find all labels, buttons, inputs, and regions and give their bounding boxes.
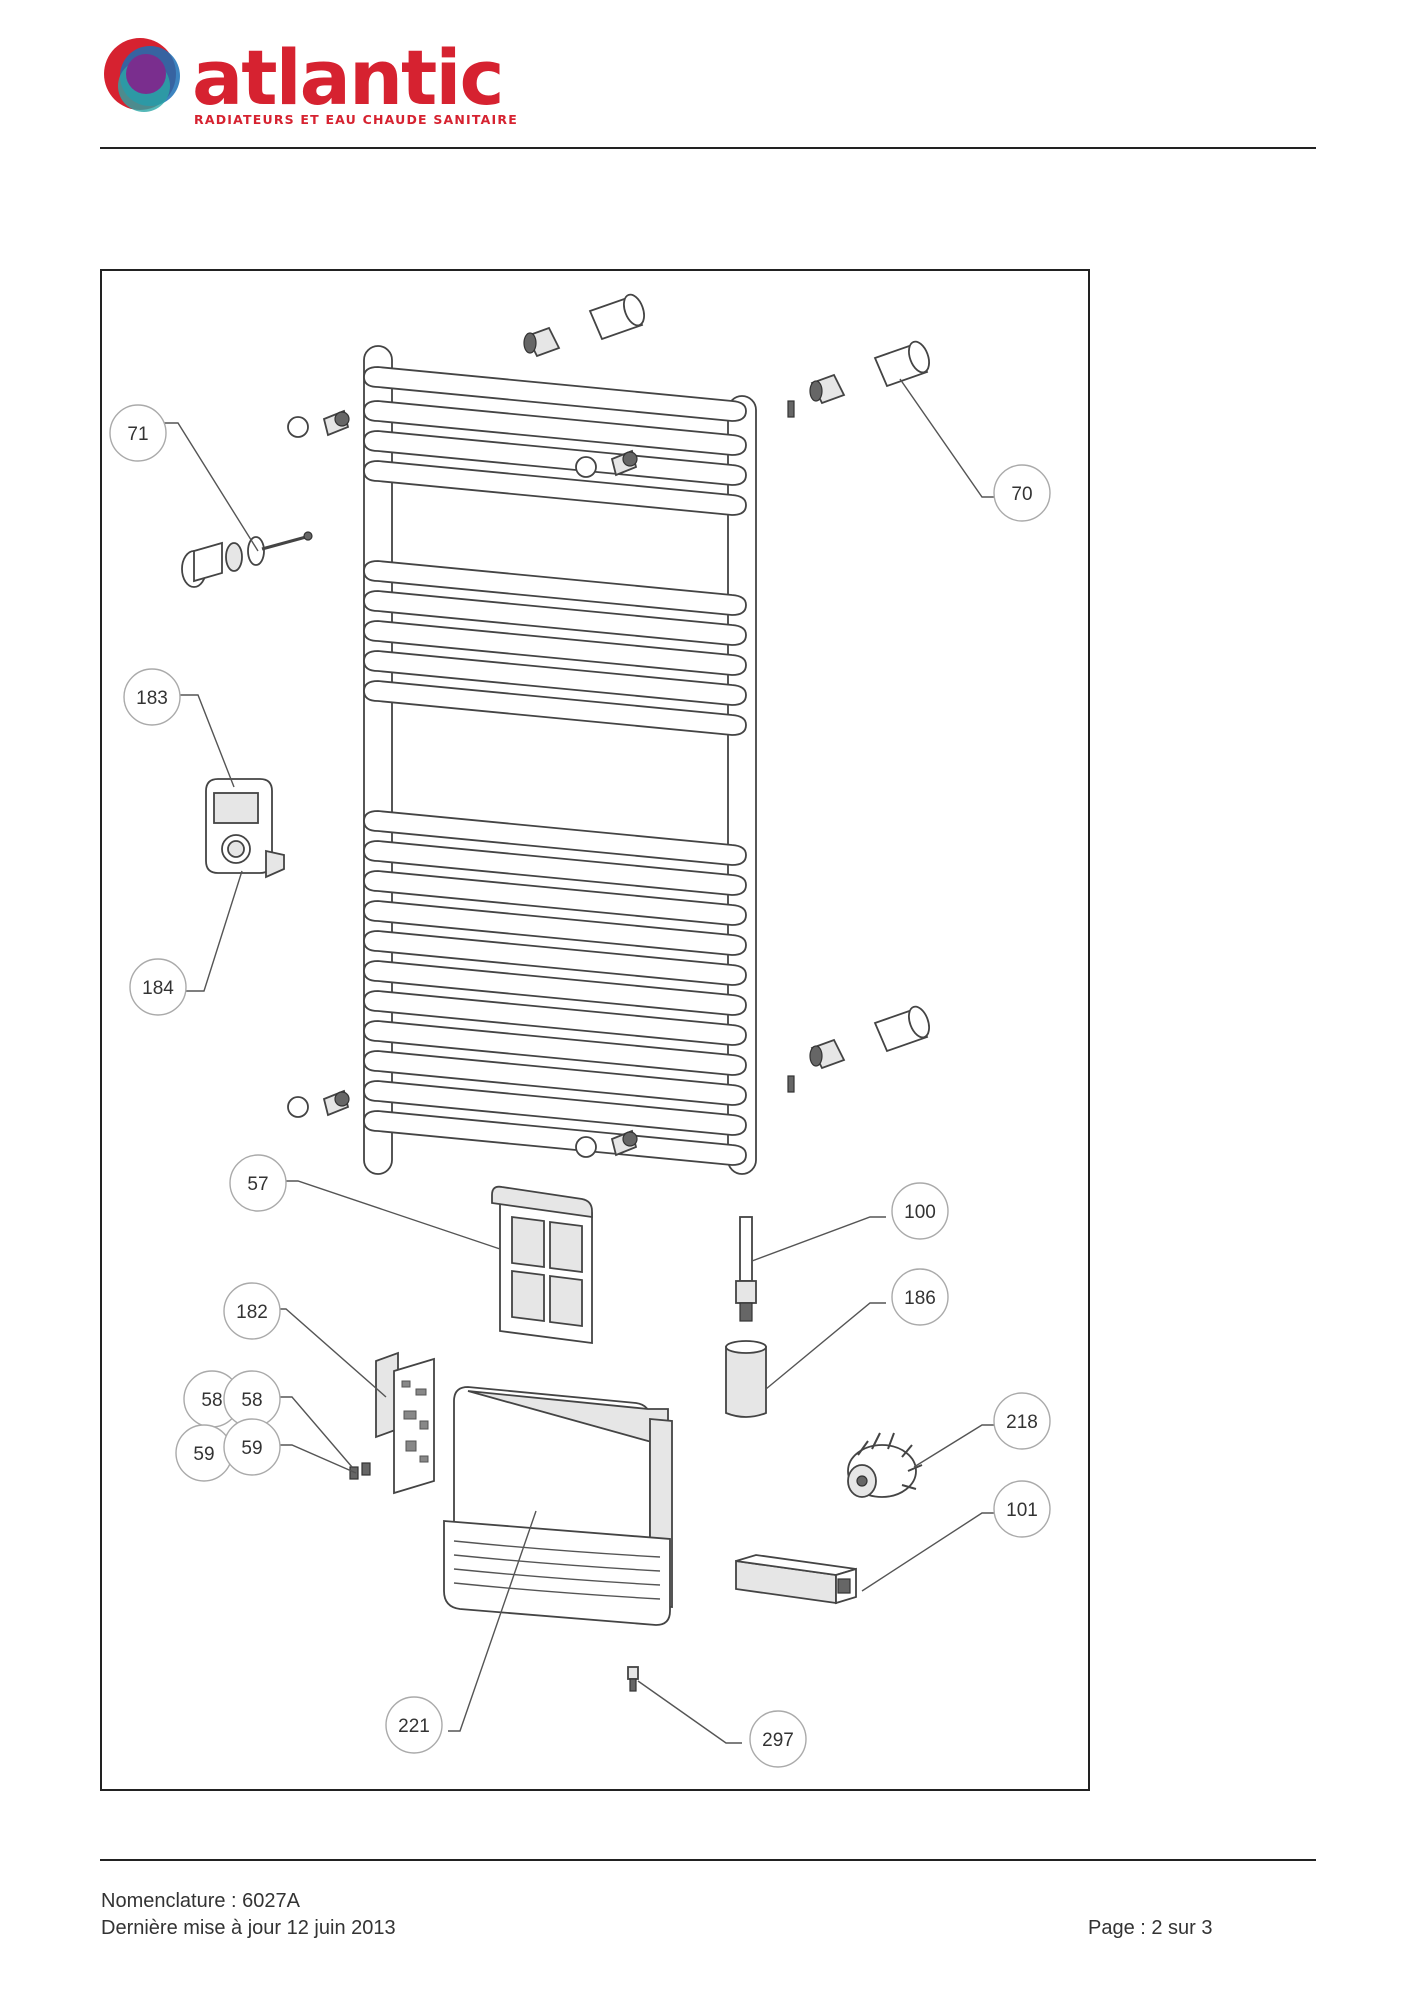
svg-text:186: 186 bbox=[904, 1288, 936, 1309]
last-update: Dernière mise à jour 12 juin 2013 bbox=[101, 1917, 396, 1939]
part-100-valve bbox=[735, 1216, 757, 1322]
part-297-screw bbox=[627, 1666, 639, 1692]
svg-text:59: 59 bbox=[193, 1444, 214, 1465]
bottom-right-connector bbox=[787, 1005, 930, 1093]
radiator-bar-9 bbox=[363, 810, 747, 866]
svg-text:182: 182 bbox=[236, 1302, 268, 1323]
callout-59-right: 59 bbox=[223, 1418, 281, 1476]
radiator-bar-1 bbox=[363, 400, 747, 456]
top-right-connector bbox=[787, 340, 930, 418]
radiator-bar-18 bbox=[363, 1080, 747, 1136]
callout-57: 57 bbox=[229, 1154, 287, 1212]
nomenclature-ref: Nomenclature : 6027A bbox=[101, 1890, 301, 1912]
callout-221: 221 bbox=[385, 1696, 443, 1754]
svg-text:58: 58 bbox=[201, 1390, 222, 1411]
callout-59-left: 59 bbox=[175, 1424, 233, 1482]
svg-text:59: 59 bbox=[241, 1438, 262, 1459]
radiator-bars bbox=[363, 366, 747, 1166]
part-57-filter bbox=[491, 1185, 593, 1345]
radiator-bar-7 bbox=[363, 650, 747, 706]
part-186-sleeve bbox=[725, 1340, 767, 1418]
exploded-diagram-frame: .ln { fill: none; stroke: #555; stroke-w… bbox=[100, 269, 1090, 1791]
radiator-bar-10 bbox=[363, 840, 747, 896]
part-58-59-terminals bbox=[349, 1462, 371, 1480]
svg-text:101: 101 bbox=[1006, 1500, 1038, 1521]
radiator-bar-14 bbox=[363, 960, 747, 1016]
callout-297: 297 bbox=[749, 1710, 807, 1768]
callout-70: 70 bbox=[993, 464, 1051, 522]
radiator-bar-2 bbox=[363, 430, 747, 486]
callout-58-left: 58 bbox=[183, 1370, 241, 1428]
callout-186: 186 bbox=[891, 1268, 949, 1326]
wall-bracket-top-mid bbox=[575, 449, 638, 478]
svg-text:183: 183 bbox=[136, 688, 168, 709]
radiator-bar-8 bbox=[363, 680, 747, 736]
radiator-bar-13 bbox=[363, 930, 747, 986]
svg-text:184: 184 bbox=[142, 978, 174, 999]
part-101-heating-element bbox=[735, 1554, 857, 1605]
radiator-bar-0 bbox=[363, 366, 747, 422]
brand-logo: atlantic RADIATEURS ET EAU CHAUDE SANITA… bbox=[100, 30, 520, 130]
radiator-bar-11 bbox=[363, 870, 747, 926]
radiator-bar-6 bbox=[363, 620, 747, 676]
callout-101: 101 bbox=[993, 1480, 1051, 1538]
brand-wordmark: atlantic bbox=[192, 33, 504, 122]
svg-text:57: 57 bbox=[247, 1174, 268, 1195]
callout-100: 100 bbox=[891, 1182, 949, 1240]
callout-183: 183 bbox=[123, 668, 181, 726]
exploded-diagram: .ln { fill: none; stroke: #555; stroke-w… bbox=[109, 293, 1051, 1768]
footer-info: Nomenclature : 6027A Dernière mise à jou… bbox=[101, 1888, 396, 1942]
callout-218: 218 bbox=[993, 1392, 1051, 1450]
brand-logo-mark bbox=[104, 38, 180, 112]
radiator-bar-12 bbox=[363, 900, 747, 956]
callout-71: 71 bbox=[109, 404, 167, 462]
svg-text:297: 297 bbox=[762, 1730, 794, 1751]
svg-text:70: 70 bbox=[1011, 484, 1032, 505]
radiator-bar-5 bbox=[363, 590, 747, 646]
callout-184: 184 bbox=[129, 958, 187, 1016]
part-182-electronic-board bbox=[375, 1351, 435, 1495]
svg-text:221: 221 bbox=[398, 1716, 430, 1737]
svg-text:218: 218 bbox=[1006, 1412, 1038, 1433]
top-left-connector bbox=[523, 293, 645, 358]
radiator-bar-15 bbox=[363, 990, 747, 1046]
svg-text:58: 58 bbox=[241, 1390, 262, 1411]
wall-bracket-bottom-mid bbox=[575, 1129, 638, 1158]
part-71-fixing-kit bbox=[181, 531, 313, 588]
page-number: Page : 2 sur 3 bbox=[1088, 1917, 1213, 1939]
radiator-bar-4 bbox=[363, 560, 747, 616]
radiator-bar-16 bbox=[363, 1020, 747, 1076]
footer-rule bbox=[100, 1859, 1316, 1861]
svg-text:71: 71 bbox=[127, 424, 148, 445]
part-183-control-unit bbox=[205, 778, 285, 879]
wall-bracket-bottom-left bbox=[287, 1089, 350, 1118]
wall-bracket-top-left bbox=[287, 409, 350, 438]
part-218-fan-wheel bbox=[847, 1432, 923, 1498]
svg-text:100: 100 bbox=[904, 1202, 936, 1223]
radiator-bar-17 bbox=[363, 1050, 747, 1106]
brand-tagline: RADIATEURS ET EAU CHAUDE SANITAIRE bbox=[194, 112, 518, 127]
callout-58-right: 58 bbox=[223, 1370, 281, 1428]
towel-radiator bbox=[363, 345, 757, 1175]
part-221-fan-heater-casing bbox=[443, 1386, 673, 1626]
header-rule bbox=[100, 147, 1316, 149]
radiator-bar-19 bbox=[363, 1110, 747, 1166]
radiator-bar-3 bbox=[363, 460, 747, 516]
leader-lines bbox=[162, 378, 996, 1744]
callout-182: 182 bbox=[223, 1282, 281, 1340]
